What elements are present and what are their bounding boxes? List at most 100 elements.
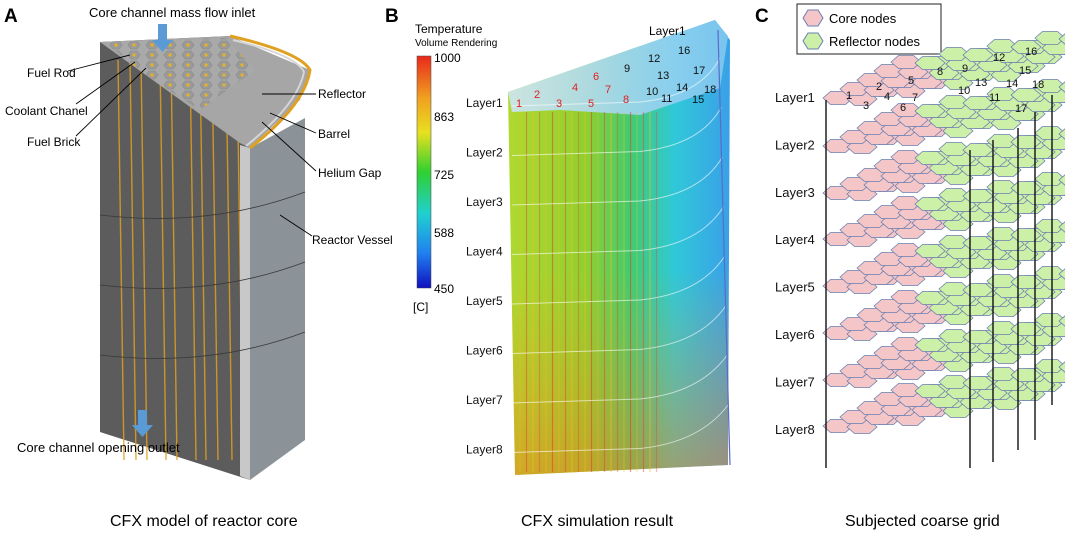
panel-b-caption: CFX simulation result [521,513,674,530]
reflector-node-hex [914,56,946,70]
reflector-label: Reflector [318,87,366,101]
grid-core-number: 5 [908,75,914,87]
reflector-node-number: 18 [704,84,716,96]
reflector-node-hex [1010,88,1042,102]
reflector-node-number: 15 [692,94,704,106]
panel-c-letter: C [755,6,769,27]
fuel-brick-label: Fuel Brick [27,135,81,149]
layer-label: Layer4 [466,245,503,259]
reflector-node-hex [1058,268,1065,280]
reflector-node-number: 17 [693,65,705,77]
grid-reflector-number: 14 [1006,78,1018,90]
fuel-stripe [117,59,125,461]
layer-separator [511,305,727,354]
panel-c: C Core nodes Reflector nodes Layer1Layer… [755,3,1065,530]
reflector-node-hex [914,151,946,165]
layer-separator [511,206,725,255]
legend: Core nodes Reflector nodes [796,3,942,55]
grid-core-number: 2 [876,81,882,93]
layer-label: Layer2 [466,146,503,160]
grid-core-number: 4 [884,91,890,103]
colorbar-unit: [C] [413,300,428,314]
fuel-stripe [211,59,219,461]
core-body [100,36,250,480]
simulation-heat-overlay [508,20,730,475]
reflector-node-hex [1034,266,1065,280]
grid-layer-label: Layer5 [775,280,815,295]
grid-layer-labels: Layer1Layer2Layer3Layer4Layer5Layer6Laye… [775,90,815,437]
colorbar-tick: 1000 [434,51,461,65]
grid-core-number: 7 [912,92,918,104]
fuel-rod-leader [67,54,131,72]
vessel-arc [99,331,306,359]
grid-layer-label: Layer7 [775,374,815,389]
legend-reflector-swatch [802,32,824,50]
coolant-leader [75,61,136,105]
colorbar [416,55,432,289]
fuel-stripe [129,59,137,461]
legend-core-swatch [802,9,824,27]
colorbar-tick: 450 [434,282,454,296]
core-node-number: 6 [593,71,599,83]
vessel-edge [717,29,731,466]
colorbar-tick: 863 [434,110,454,124]
reflector-node-hex [1058,81,1065,93]
inlet-label: Core channel mass flow inlet [89,5,256,20]
barrel-ring [232,39,306,147]
fuel-rod-label: Fuel Rod [27,66,76,80]
layer-label: Layer1 [466,96,503,110]
reflector-node-hex [1058,315,1065,327]
reflector-node-number: 10 [646,86,658,98]
fuel-stripe [189,59,197,461]
reflector-node-hex [914,244,946,258]
grid-reflector-number: 18 [1032,79,1044,91]
outlet-arrow [132,410,153,437]
legend-core-label: Core nodes [829,11,897,26]
layer-label: Layer5 [466,294,503,308]
grid-layer-label: Layer6 [775,327,815,342]
layer-label: Layer7 [466,393,503,407]
panel-a-letter: A [4,6,18,27]
rod-stripes [519,112,658,472]
grid-core-number: 6 [900,102,906,114]
reflector-node-number: 16 [678,45,690,57]
colorbar-subtitle: Volume Rendering [415,38,497,49]
grid-core-number: 8 [937,66,943,78]
colorbar-tick: 725 [434,168,454,182]
reflector-node-hex [962,48,994,62]
reflector-node-hex [1034,172,1065,186]
reflector-node-hex [1034,79,1065,93]
fuel-stripe [140,59,148,461]
legend-reflector-label: Reflector nodes [829,34,921,49]
top-cap [508,20,728,115]
reflector-node-hex [1034,31,1065,45]
barrel-leader [269,112,317,134]
panel-c-caption: Subjected coarse grid [845,513,1000,530]
reflector-node-hex [1034,126,1065,140]
core-node-number: 1 [516,98,522,110]
grid-layer-label: Layer4 [775,232,815,247]
vessel-leader [279,214,313,237]
reflector-node-hex [1058,221,1065,233]
layer-separator [511,57,721,107]
reflector-node-hex [962,96,994,110]
top-layer-label: Layer1 [649,24,686,38]
layer-label: Layer6 [466,344,503,358]
fuel-stripe [159,59,167,461]
helium-gap-ring [229,34,312,150]
grid-core-number: 1 [846,90,852,102]
coolant-chanel-label: Coolant Chanel [5,104,88,118]
reflector-node-hex [1034,359,1065,373]
grid-layers [822,31,1065,468]
vessel-arc [99,191,306,219]
grid-reflector-number: 15 [1019,65,1031,77]
layer-label: Layer3 [466,195,503,209]
grid-reflector-number: 17 [1015,103,1027,115]
reflector-node-number: 12 [648,53,660,65]
grid-layer [822,126,1065,201]
colorbar-title: Temperature [415,22,483,36]
grid-layer-label: Layer1 [775,90,815,105]
reflector-node-hex [914,197,946,211]
grid-layer [822,31,1065,106]
